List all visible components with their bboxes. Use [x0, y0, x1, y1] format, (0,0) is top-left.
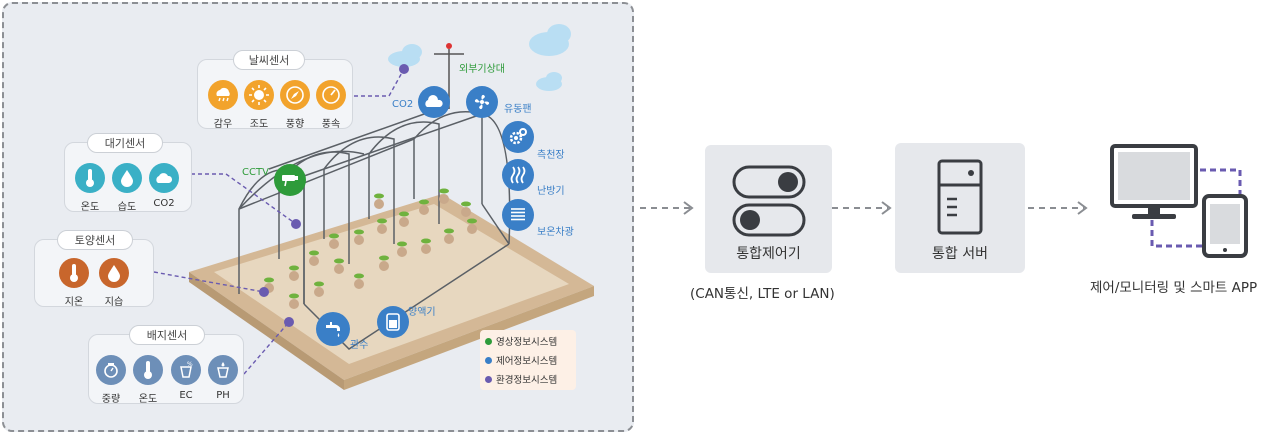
air-sensor-group: 대기센서 온도 습도 CO2	[64, 133, 192, 213]
air-temperature-sensor: 온도	[73, 163, 107, 213]
side-window-label: 측천장	[537, 150, 565, 161]
nutrient-icon	[377, 306, 409, 338]
soil-sensor-title: 토양센서	[57, 230, 133, 250]
co2-control-icon	[418, 86, 450, 118]
external-weather-label: 외부기상대	[459, 64, 505, 75]
illuminance-sensor: 조도	[242, 80, 276, 130]
co2-sensor: CO2	[147, 163, 181, 209]
app-caption: 제어/모니터링 및 스마트 APP	[1090, 280, 1258, 296]
wind-speed-sensor: 풍속	[314, 80, 348, 130]
air-sensor-title: 대기센서	[87, 133, 163, 153]
rain-sensor: 감우	[206, 80, 240, 130]
media-temperature-sensor: 온도	[131, 355, 165, 405]
soil-temperature-sensor: 지온	[57, 258, 91, 308]
integrated-server-node: 통합 서버	[895, 143, 1025, 273]
soil-sensor-group: 토양센서 지온 지습	[34, 230, 154, 308]
phone-icon	[1202, 194, 1248, 258]
nutrient-label: 양액기	[408, 307, 436, 318]
co2-label: CO2	[392, 99, 414, 110]
fan-icon	[466, 86, 498, 118]
media-sensor-group: 배지센서 중량 온도 % EC PH	[88, 325, 244, 405]
media-thermometer-icon	[133, 355, 163, 385]
legend-item-environment: 환경정보시스템	[485, 372, 557, 386]
gauge-icon	[316, 80, 346, 110]
cloud-icon	[149, 163, 179, 193]
cup-percent-icon: %	[171, 355, 201, 385]
ph-sensor: PH	[206, 355, 240, 401]
svg-text:%: %	[187, 361, 193, 368]
irrigation-label: 관수	[350, 340, 369, 351]
heater-label: 난방기	[537, 186, 565, 197]
ec-sensor: % EC	[169, 355, 203, 401]
smart-farm-panel: 날씨센서 감우 조도 풍향 풍속 대기센서	[2, 2, 634, 432]
cctv-label: CCTV	[242, 167, 269, 178]
heater-icon	[502, 159, 534, 191]
fan-label: 유동팬	[504, 104, 532, 115]
toggle-switch-icon	[732, 165, 806, 237]
faucet-icon	[316, 312, 350, 346]
integrated-controller-node: 통합제어기	[705, 145, 832, 273]
cup-drop-icon	[208, 355, 238, 385]
droplet-icon	[112, 163, 142, 193]
legend: 영상정보시스템 제어정보시스템 환경정보시스템	[480, 330, 576, 390]
wind-direction-sensor: 풍향	[278, 80, 312, 130]
server-icon	[937, 159, 983, 235]
legend-item-control: 제어정보시스템	[485, 353, 557, 367]
gear-icon	[502, 121, 534, 153]
soil-moisture-sensor: 지습	[97, 258, 131, 308]
soil-thermometer-icon	[59, 258, 89, 288]
server-label: 통합 서버	[932, 246, 988, 262]
weather-sensor-group: 날씨센서 감우 조도 풍향 풍속	[197, 50, 353, 130]
cctv-icon	[274, 164, 306, 196]
soil-droplet-icon	[99, 258, 129, 288]
humidity-sensor: 습도	[110, 163, 144, 213]
devices-illustration	[1110, 144, 1248, 258]
scale-icon	[96, 355, 126, 385]
controller-label: 통합제어기	[736, 246, 801, 262]
sun-icon	[244, 80, 274, 110]
legend-item-video: 영상정보시스템	[485, 334, 557, 348]
media-sensor-title: 배지센서	[129, 325, 205, 345]
weather-sensor-title: 날씨센서	[233, 50, 305, 70]
weight-sensor: 중량	[94, 355, 128, 405]
screen-label: 보온차광	[537, 227, 574, 238]
greenhouse-illustration	[153, 24, 594, 390]
screen-icon	[502, 199, 534, 231]
monitor-icon	[1110, 144, 1198, 219]
thermometer-icon	[75, 163, 105, 193]
controller-caption: (CAN통신, LTE or LAN)	[690, 286, 835, 302]
compass-icon	[280, 80, 310, 110]
rain-icon	[208, 80, 238, 110]
